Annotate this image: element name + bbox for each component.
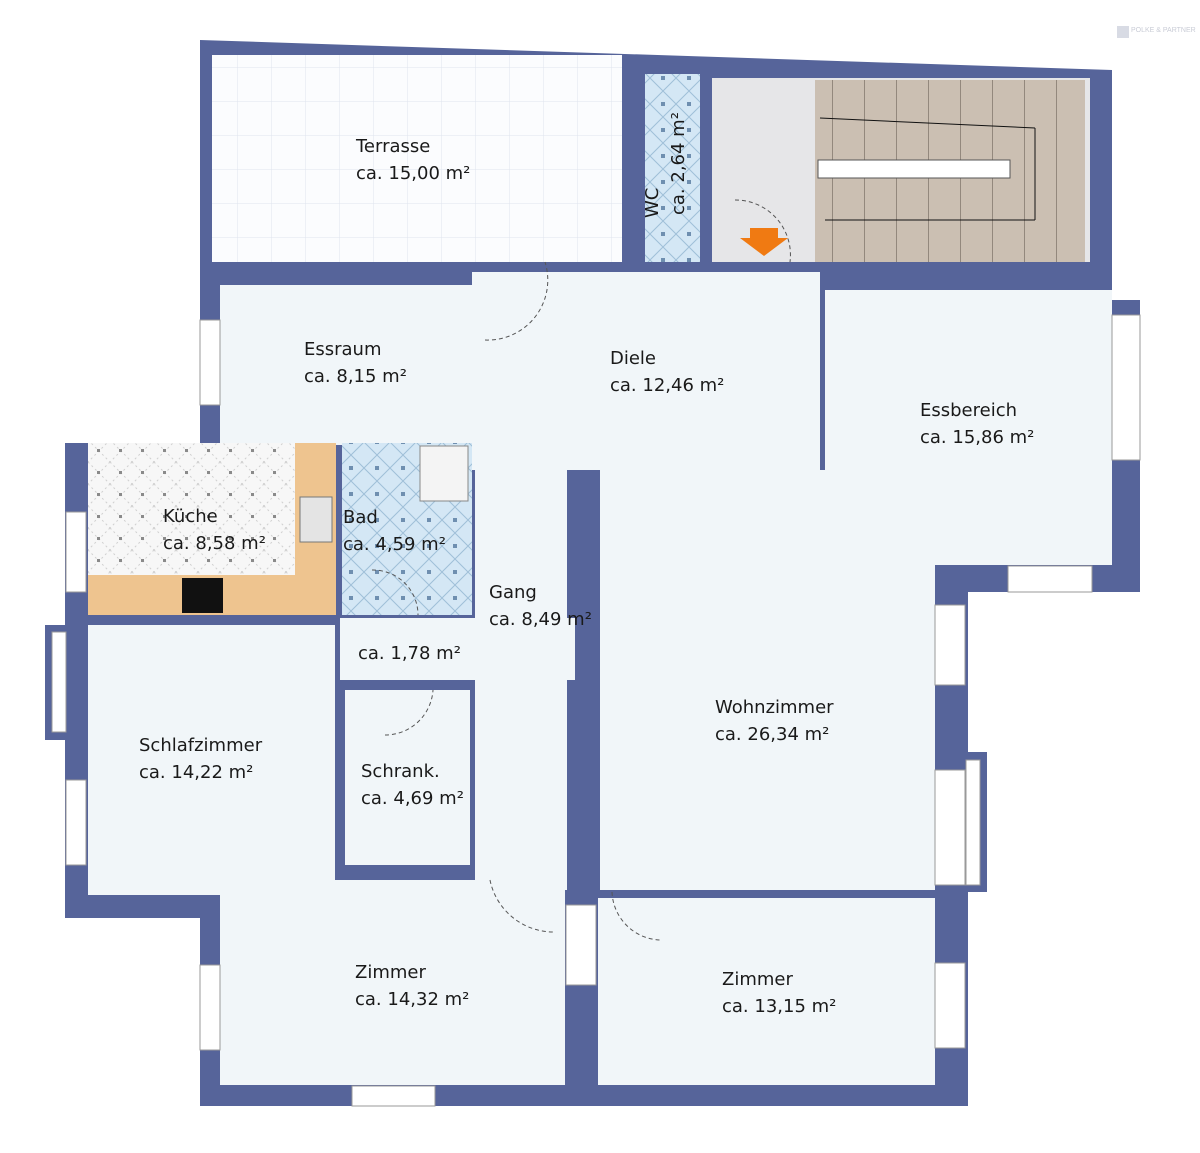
svg-text:ca. 8,49 m²: ca. 8,49 m² [489, 609, 592, 630]
doors [371, 199, 791, 941]
svg-text:Terrasse: Terrasse [355, 136, 430, 157]
svg-text:ca. 15,86 m²: ca. 15,86 m² [920, 427, 1034, 448]
room-schlafzimmer [88, 625, 335, 895]
svg-text:ca. 4,59 m²: ca. 4,59 m² [343, 534, 446, 555]
svg-text:Wohnzimmer: Wohnzimmer [715, 697, 834, 718]
windows [65, 314, 1141, 1107]
svg-text:ca. 13,15 m²: ca. 13,15 m² [722, 996, 836, 1017]
svg-text:WC: WC [642, 188, 663, 218]
svg-text:ca. 2,64 m²: ca. 2,64 m² [668, 112, 689, 215]
svg-text:ca. 26,34 m²: ca. 26,34 m² [715, 724, 829, 745]
svg-text:Küche: Küche [163, 506, 218, 527]
room-wc [645, 74, 700, 262]
svg-text:Zimmer: Zimmer [722, 969, 793, 990]
sink-icon [299, 496, 333, 543]
svg-text:Essraum: Essraum [304, 339, 382, 360]
svg-text:ca. 8,15 m²: ca. 8,15 m² [304, 366, 407, 387]
cooktop-icon [182, 578, 223, 613]
room-labels: Terrasse ca. 15,00 m² WC ca. 2,64 m² Ess… [139, 112, 1034, 1017]
svg-text:ca. 4,69 m²: ca. 4,69 m² [361, 788, 464, 809]
room-schrank [345, 690, 470, 865]
room-zimmer-left [220, 880, 565, 1085]
svg-text:Diele: Diele [610, 348, 656, 369]
room-wohnzimmer [600, 470, 935, 890]
logo: POLKE & PARTNER [1117, 26, 1196, 38]
svg-text:POLKE & PARTNER: POLKE & PARTNER [1131, 27, 1196, 34]
svg-text:Gang: Gang [489, 582, 537, 603]
room-diele [472, 272, 820, 470]
svg-text:Zimmer: Zimmer [355, 962, 426, 983]
svg-text:Bad: Bad [343, 507, 378, 528]
svg-text:ca. 14,22 m²: ca. 14,22 m² [139, 762, 253, 783]
entrance-arrow-icon [740, 228, 788, 256]
svg-text:ca. 14,32 m²: ca. 14,32 m² [355, 989, 469, 1010]
room-terrasse [212, 55, 622, 262]
svg-text:ca. 1,78 m²: ca. 1,78 m² [358, 643, 461, 664]
svg-text:Essbereich: Essbereich [920, 400, 1017, 421]
svg-text:ca. 15,00 m²: ca. 15,00 m² [356, 163, 470, 184]
room-zimmer-right [598, 898, 935, 1085]
shower-icon [419, 445, 469, 502]
room-essraum [220, 285, 472, 440]
svg-text:Schrank.: Schrank. [361, 761, 440, 782]
svg-text:ca. 8,58 m²: ca. 8,58 m² [163, 533, 266, 554]
svg-text:ca. 12,46 m²: ca. 12,46 m² [610, 375, 724, 396]
svg-text:Schlafzimmer: Schlafzimmer [139, 735, 263, 756]
